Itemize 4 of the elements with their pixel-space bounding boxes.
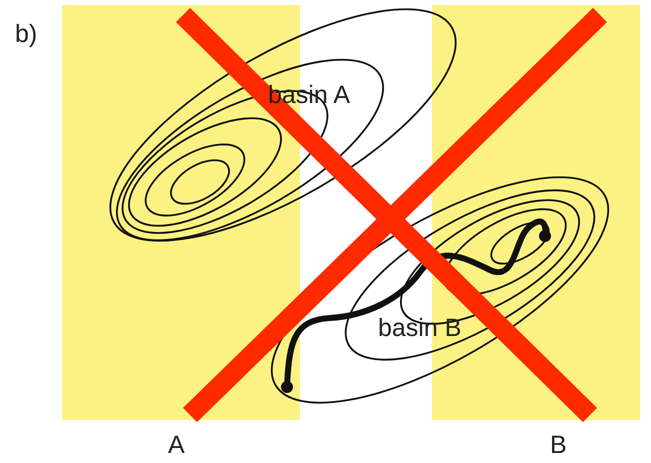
axis-label: B xyxy=(550,433,567,458)
region-label: basin A xyxy=(268,83,350,108)
panel-label: b) xyxy=(15,22,38,47)
axis-label: A xyxy=(168,433,185,458)
